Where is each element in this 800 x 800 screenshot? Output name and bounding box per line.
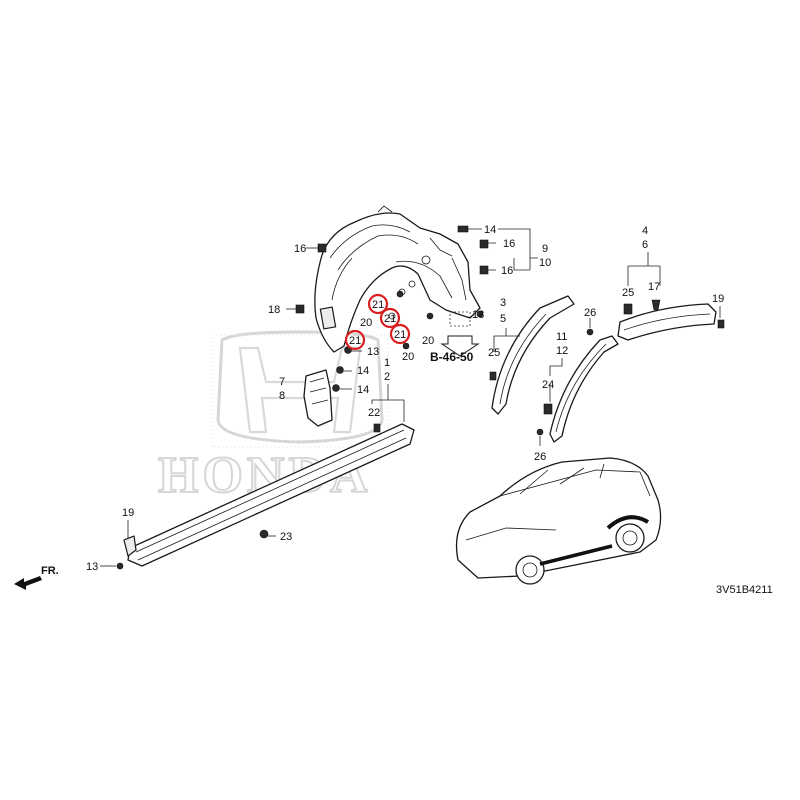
diagram-code: 3V51B4211 (716, 584, 773, 596)
callout-20[interactable]: 20 (360, 317, 372, 329)
honda-watermark: HONDA (157, 330, 389, 505)
callout-3[interactable]: 3 (500, 297, 506, 309)
rear-arch-moulding (549, 335, 619, 443)
front-label: FR. (41, 565, 59, 577)
callout-4[interactable]: 4 (642, 225, 648, 237)
callout-21[interactable]: 21 (372, 299, 384, 311)
callout-18[interactable]: 18 (268, 304, 280, 316)
callout-12[interactable]: 12 (556, 345, 568, 357)
fender-liner (314, 205, 481, 353)
callout-10[interactable]: 10 (539, 257, 551, 269)
callout-19[interactable]: 19 (122, 507, 134, 519)
callout-14[interactable]: 14 (357, 365, 369, 377)
callout-7[interactable]: 7 (279, 376, 285, 388)
callout-21[interactable]: 21 (349, 335, 361, 347)
front-arch-moulding (491, 295, 575, 415)
callout-25[interactable]: 25 (488, 347, 500, 359)
callout-16[interactable]: 16 (501, 265, 513, 277)
callout-21[interactable]: 21 (394, 329, 406, 341)
vehicle-illustration (455, 457, 662, 585)
callout-2[interactable]: 2 (384, 371, 390, 383)
callout-26[interactable]: 26 (584, 307, 596, 319)
callout-5[interactable]: 5 (500, 313, 506, 325)
callout-14[interactable]: 14 (357, 384, 369, 396)
highlight-rings (344, 293, 411, 351)
callout-21[interactable]: 21 (384, 313, 396, 325)
callout-9[interactable]: 9 (542, 243, 548, 255)
leader-lines (100, 228, 721, 567)
front-direction-indicator: FR. (14, 565, 59, 590)
rear-arch-protector (617, 303, 717, 341)
fasteners (116, 225, 725, 570)
callout-19[interactable]: 19 (712, 293, 724, 305)
callout-26[interactable]: 26 (534, 451, 546, 463)
callout-25[interactable]: 25 (622, 287, 634, 299)
callout-6[interactable]: 6 (642, 239, 648, 251)
reference-arrow[interactable]: B-46-50 (430, 311, 480, 364)
side-sill-garnish (123, 423, 415, 567)
callout-15[interactable]: 14 (484, 224, 496, 236)
callout-1[interactable]: 1 (384, 357, 390, 369)
callout-17[interactable]: 17 (648, 281, 660, 293)
callout-24[interactable]: 24 (542, 379, 554, 391)
callout-23[interactable]: 23 (280, 531, 292, 543)
callout-20[interactable]: 20 (402, 351, 414, 363)
reference-code[interactable]: B-46-50 (430, 350, 474, 364)
callout-16[interactable]: 16 (503, 238, 515, 250)
callout-11[interactable]: 11 (556, 331, 567, 343)
callout-labels[interactable]: 14 16 16 16 9 10 18 4 6 17 25 19 3 5 25 … (86, 224, 724, 573)
callout-20[interactable]: 20 (422, 335, 434, 347)
callout-13[interactable]: 13 (472, 309, 484, 321)
callout-22[interactable]: 22 (368, 407, 380, 419)
callout-16[interactable]: 16 (294, 243, 306, 255)
callout-8[interactable]: 8 (279, 390, 285, 402)
callout-13[interactable]: 13 (86, 561, 98, 573)
callout-13[interactable]: 13 (367, 346, 379, 358)
splash-guard (303, 369, 333, 427)
